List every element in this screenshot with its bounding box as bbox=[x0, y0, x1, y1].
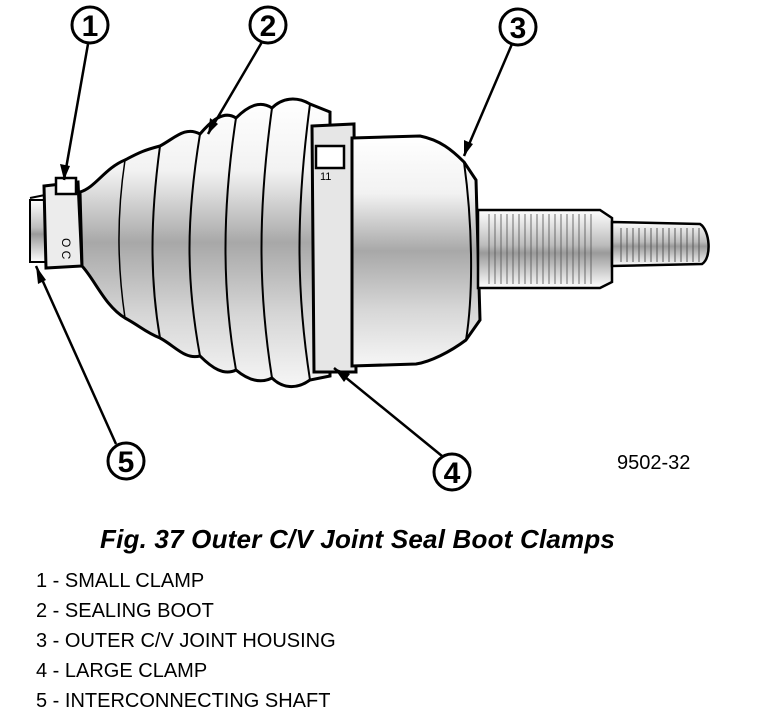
callout-1-label: 1 bbox=[82, 10, 99, 43]
callout-5-label: 5 bbox=[118, 446, 135, 479]
small-clamp: O C bbox=[42, 176, 84, 270]
figure-reference-code: 9502-32 bbox=[617, 452, 691, 474]
large-clamp: 11 bbox=[310, 122, 358, 374]
sealing-boot bbox=[78, 97, 332, 388]
outer-cv-joint-housing bbox=[350, 134, 482, 368]
legend-item: 5 - INTERCONNECTING SHAFT bbox=[36, 690, 331, 712]
parts-legend: 1 - SMALL CLAMP 2 - SEALING BOOT 3 - OUT… bbox=[36, 566, 336, 716]
legend-item: 4 - LARGE CLAMP bbox=[36, 660, 208, 682]
callout-4: 4 bbox=[432, 452, 472, 492]
stub-shaft bbox=[476, 208, 710, 290]
callout-3: 3 bbox=[498, 7, 538, 47]
callout-1: 1 bbox=[70, 5, 110, 45]
callout-3-label: 3 bbox=[510, 12, 527, 45]
legend-item: 3 - OUTER C/V JOINT HOUSING bbox=[36, 630, 336, 652]
callout-4-label: 4 bbox=[444, 457, 461, 490]
small-clamp-mark: O C bbox=[59, 238, 73, 260]
legend-item: 2 - SEALING BOOT bbox=[36, 600, 214, 622]
legend-item: 1 - SMALL CLAMP bbox=[36, 570, 205, 592]
large-clamp-mark: 11 bbox=[320, 171, 331, 183]
figure-caption: Fig. 37 Outer C/V Joint Seal Boot Clamps bbox=[100, 524, 616, 554]
callout-2-label: 2 bbox=[260, 10, 277, 43]
callout-5: 5 bbox=[106, 441, 146, 481]
cv-joint-illustration: O C 11 bbox=[29, 5, 710, 492]
callout-2: 2 bbox=[248, 5, 288, 45]
leader-lines bbox=[34, 41, 514, 457]
